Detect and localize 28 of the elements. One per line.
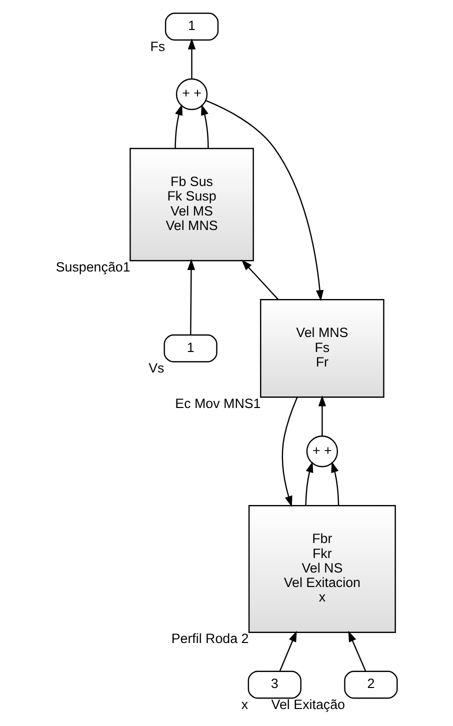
node-box: Fbr Fkr Vel NS Vel Exitacion x — [248, 504, 396, 633]
arrow — [206, 100, 324, 302]
node-box: 3 — [248, 670, 302, 699]
node-label: Suspenção1 — [56, 259, 130, 274]
arrow — [241, 260, 278, 300]
node-box: Fb Sus Fk Susp Vel MS Vel MNS — [130, 148, 254, 262]
node-circle: + + — [306, 436, 338, 468]
node-label: x — [241, 696, 248, 712]
node-box: 1 — [164, 334, 218, 362]
node-label: Perfil Roda 2 — [171, 631, 249, 646]
arrow — [201, 104, 209, 148]
arrow — [331, 462, 340, 506]
node-box: 1 — [164, 12, 219, 41]
node-box: 2 — [344, 670, 398, 699]
node-label: Ec Mov MNS1 — [175, 396, 261, 411]
arrow — [348, 630, 366, 672]
arrow — [279, 630, 297, 672]
node-label: Vs — [148, 360, 164, 376]
node-label: Vel Exitação — [271, 696, 346, 712]
arrow — [318, 395, 326, 436]
arrow — [305, 462, 314, 506]
arrow — [187, 258, 196, 335]
node-label: Fs — [150, 38, 166, 54]
arrow — [188, 38, 196, 79]
node-box: Vel MNS Fs Fr — [260, 299, 384, 398]
arrow — [174, 104, 182, 148]
node-circle: + + — [176, 78, 208, 110]
arrow — [282, 397, 298, 508]
